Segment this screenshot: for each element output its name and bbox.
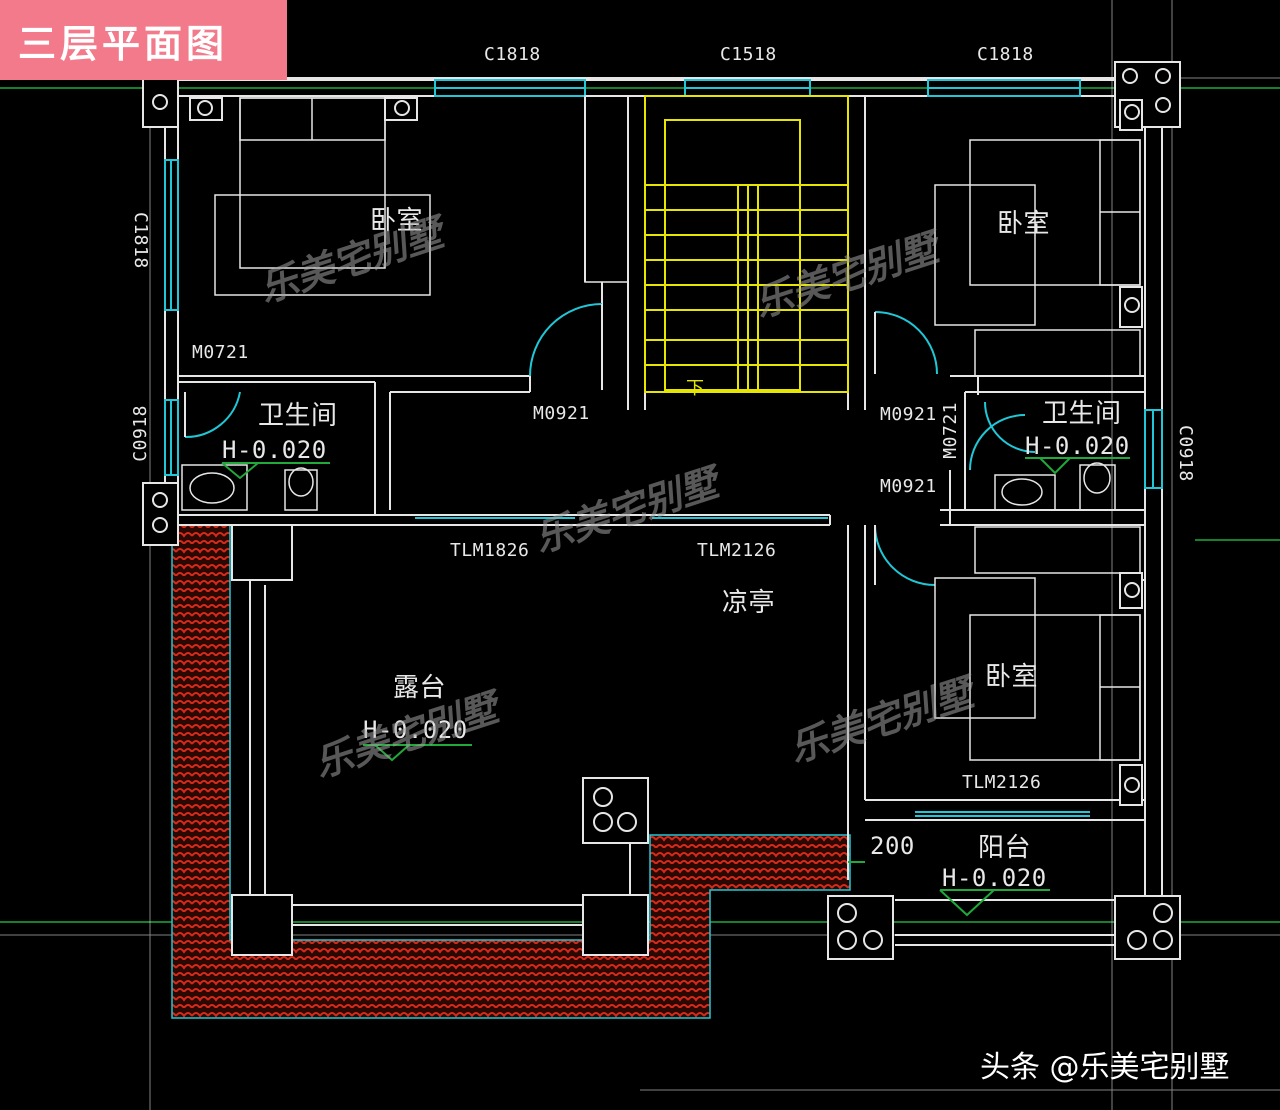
door-label-m0721-left: M0721 [192,342,249,363]
door-label-m0921-right-mid: M0921 [880,476,937,497]
roof-tiles [171,524,851,1019]
doors [184,303,1036,586]
room-bath-right: 卫生间 [1042,399,1122,429]
columns [142,61,1181,960]
window-label-left-upper: C1818 [130,212,151,269]
room-terrace: 露台 [393,673,447,703]
room-bedroom-ne: 卧室 [997,209,1051,239]
window-label-top-right: C1818 [977,44,1034,65]
elevation-bath-left: H-0.020 [222,436,327,464]
source-credit: 头条 @乐美宅别墅 [980,1050,1230,1085]
dimension-label: 200 [870,832,915,860]
door-label-m0921-right-top: M0921 [880,404,937,425]
room-bath-left: 卫生间 [258,401,338,431]
elevation-terrace: H-0.020 [363,716,468,744]
windows [164,79,1163,817]
room-pavilion: 凉亭 [722,588,776,618]
elevation-balcony: H-0.020 [942,864,1047,892]
furniture [181,95,1141,761]
window-label-left-lower: C0918 [130,405,151,462]
room-bedroom-se: 卧室 [985,662,1039,692]
door-label-m0721-right: M0721 [940,402,961,459]
stair-down-label: 下 [686,378,705,399]
window-label-top-mid: C1518 [720,44,777,65]
door-label-m0921-center: M0921 [533,403,590,424]
elevation-bath-right: H-0.020 [1025,432,1130,460]
drawing-title: 三层平面图 [0,0,287,80]
room-balcony: 阳台 [978,833,1032,863]
door-label-tlm2126-center: TLM2126 [697,540,777,561]
elevation-markers [221,457,1130,917]
room-bedroom-nw: 卧室 [370,206,424,236]
window-label-top-left: C1818 [484,44,541,65]
window-label-right: C0918 [1175,425,1196,482]
stairs [644,95,849,393]
door-label-tlm1826: TLM1826 [450,540,530,561]
door-label-tlm2126-right: TLM2126 [962,772,1042,793]
